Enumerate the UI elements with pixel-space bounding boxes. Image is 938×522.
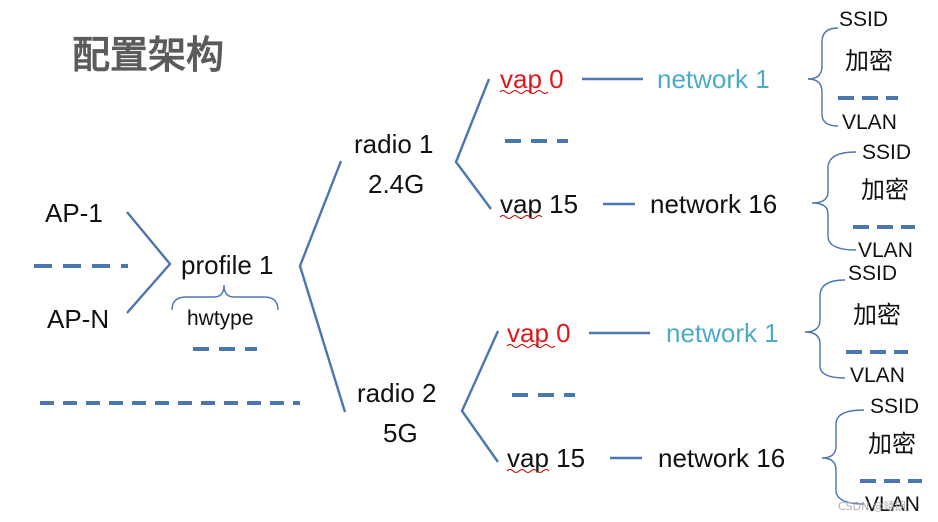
radio1-network-last: network 16 (650, 189, 777, 219)
radio1-network-first-brace (807, 27, 839, 127)
watermark: CSDN @晴朗 (838, 500, 906, 513)
radio1-network-first-vlan: VLAN (842, 111, 897, 134)
radio2-vap-last-spell-underline (506, 469, 550, 473)
radio1-band: 2.4G (368, 169, 424, 199)
ap-last-label: AP-N (47, 304, 109, 334)
radio1-vap-connector (454, 78, 492, 210)
radio1-network-first-encryption: 加密 (845, 47, 893, 75)
hwtype-brace (171, 284, 279, 311)
radio2-network-first-ssid: SSID (848, 262, 897, 285)
radio1-vap-first: vap 0 (500, 64, 564, 94)
ap-first-label: AP-1 (45, 198, 103, 228)
radio1-network-first-ssid: SSID (839, 8, 888, 31)
radio2-network-first: network 1 (666, 318, 779, 348)
radio2-network-last-brace (821, 409, 865, 505)
radio2-network-last-vlan: VLAN (865, 493, 920, 516)
radio2-network-last-ssid: SSID (870, 395, 919, 418)
radio2-band: 5G (383, 418, 418, 448)
radio1-network-last-encryption: 加密 (861, 176, 909, 204)
radio2-network-last: network 16 (658, 443, 785, 473)
radio2-name: radio 2 (357, 378, 437, 408)
hwtype-label: hwtype (187, 307, 254, 330)
radio1-network-last-ssid: SSID (862, 141, 911, 164)
radio1-network-first: network 1 (657, 64, 770, 94)
diagram-title: 配置架构 (72, 33, 224, 77)
radio2-vap-first-spell-underline (506, 344, 556, 348)
radio2-vap-connector (460, 330, 500, 463)
radio1-network-last-vlan: VLAN (858, 239, 913, 262)
radio2-network-last-encryption: 加密 (868, 430, 916, 458)
radio2-vap-last: vap 15 (507, 443, 585, 473)
radio2-network-first-vlan: VLAN (850, 364, 905, 387)
radio2-network-first-brace (804, 279, 846, 379)
radio1-name: radio 1 (354, 129, 434, 159)
ap-profile-connector (126, 211, 172, 314)
radio1-vap-last-spell-underline (499, 215, 543, 219)
radio2-vap-first: vap 0 (507, 318, 571, 348)
radio2-network-first-encryption: 加密 (853, 301, 901, 329)
radio1-network-last-brace (811, 151, 857, 251)
radio1-vap-first-spell-underline (499, 90, 549, 94)
profile-radio-connector (298, 160, 347, 413)
radio1-vap-last: vap 15 (500, 189, 578, 219)
profile-label: profile 1 (181, 250, 274, 280)
